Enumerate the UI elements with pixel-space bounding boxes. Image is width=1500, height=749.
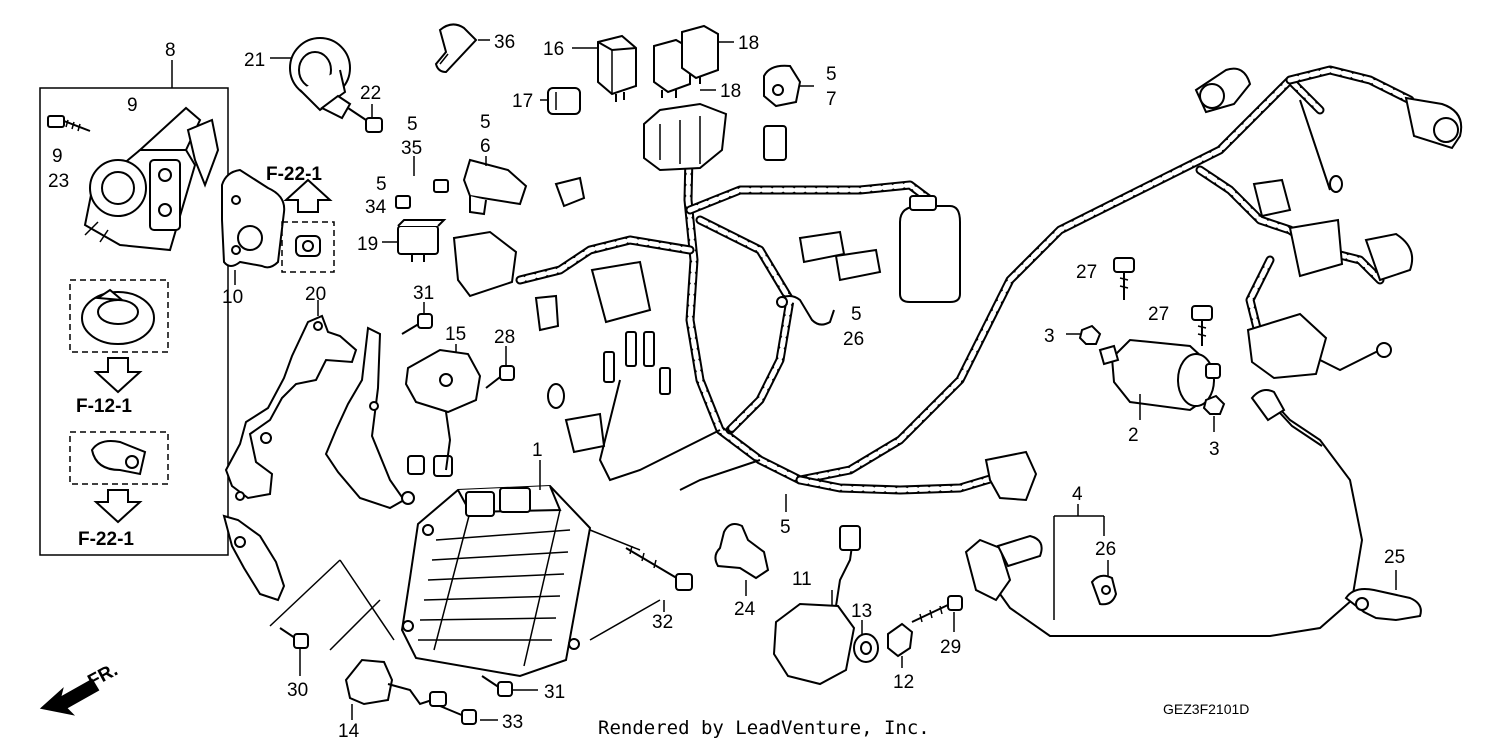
callout-12: 12 [893, 672, 914, 693]
callout-5-terminal: 5 [407, 114, 418, 135]
collar-12-drawing [887, 622, 914, 668]
bolt-31-bottom-drawing [481, 675, 538, 697]
ignition-coil-2-drawing [1098, 338, 1221, 420]
horn-drawing [270, 37, 352, 120]
callout-19: 19 [357, 234, 378, 255]
plug-cap-cord-4-drawing [964, 389, 1364, 637]
callout-25: 25 [1384, 547, 1405, 568]
nut-3a-drawing [1066, 324, 1102, 345]
callout-5-bracket: 5 [480, 112, 491, 133]
bolt-29-drawing [911, 595, 963, 632]
bolt-31-top-drawing [401, 302, 433, 335]
grommet-drawing [295, 235, 321, 257]
callout-24: 24 [734, 599, 756, 620]
callout-35: 35 [401, 138, 422, 159]
callout-13: 13 [851, 601, 872, 622]
callout-3-left: 3 [1044, 326, 1055, 347]
callout-15: 15 [445, 324, 466, 345]
callout-16: 16 [543, 39, 564, 60]
callout-22: 22 [360, 83, 381, 104]
callout-8: 8 [165, 40, 176, 61]
callout-1: 1 [532, 440, 543, 461]
callout-17: 17 [512, 91, 533, 112]
callout-18-bottom: 18 [720, 81, 741, 102]
nut-3b-drawing [1202, 394, 1226, 432]
connector-clamp-14-drawing [344, 658, 447, 720]
callout-7: 7 [826, 89, 837, 110]
ref-f22-bottom: F-22-1 [78, 529, 134, 550]
callout-9-switch: 9 [127, 95, 138, 116]
callout-20: 20 [305, 284, 326, 305]
clamp-24-drawing [714, 523, 770, 596]
callout-5-34: 5 [376, 174, 387, 195]
key-blank-drawing [434, 23, 490, 74]
ref-f22-top: F-22-1 [266, 164, 322, 185]
callout-30: 30 [287, 680, 308, 701]
callout-29: 29 [940, 637, 961, 658]
bolt-33-drawing [439, 705, 477, 725]
callout-9-bolt: 9 [52, 146, 63, 167]
fuse-holder-17-drawing [540, 87, 581, 115]
diagram-code: GEZ3F2101D [1163, 701, 1250, 717]
callout-32: 32 [652, 612, 673, 633]
callout-6: 6 [480, 136, 491, 157]
ignition-switch-kit-group [39, 60, 229, 556]
callout-23: 23 [48, 171, 69, 192]
callout-18-top: 18 [738, 33, 759, 54]
callout-10: 10 [222, 287, 243, 308]
bolt-30-drawing [279, 627, 309, 676]
bolt-28-drawing [485, 346, 515, 389]
band-clamp-26-drawing [776, 295, 835, 326]
bolt-22-drawing [347, 104, 383, 133]
callout-5-relay: 5 [826, 64, 837, 85]
callout-5-clamp: 5 [851, 304, 862, 325]
key-shutter-bracket-drawing [221, 168, 286, 285]
resistor-11-drawing [772, 525, 861, 686]
relay-18-drawing [653, 24, 734, 98]
main-wire-harness-drawing [407, 65, 1463, 512]
callouts: 8 9 23 9 10 21 22 36 16 18 18 17 5 7 5 6… [48, 32, 1405, 742]
callout-26-cord: 26 [1095, 539, 1116, 560]
ref-f12: F-12-1 [76, 396, 132, 417]
bolt-27a-drawing [1113, 257, 1135, 300]
regulator-15-drawing [404, 344, 482, 471]
seat-lock-clip-drawing [90, 440, 147, 476]
bolt-32-drawing [625, 545, 693, 612]
relay-19-drawing [382, 219, 447, 262]
callout-36: 36 [494, 32, 515, 53]
callout-31-bottom: 31 [544, 682, 565, 703]
callout-2: 2 [1128, 425, 1139, 446]
regulator-rectifier-1-drawing [400, 460, 661, 678]
terminal-35-34-drawing [395, 156, 449, 209]
callout-21: 21 [244, 50, 265, 71]
callout-11: 11 [792, 569, 812, 590]
key-cylinder-cap-drawing [81, 288, 155, 345]
bolt-9-drawing [47, 115, 91, 132]
bolt-27b-drawing [1191, 305, 1213, 346]
footer-credit: Rendered by LeadVenture, Inc. [598, 717, 930, 739]
callout-5-harness: 5 [780, 517, 791, 538]
connector-bracket-6-drawing [462, 156, 528, 216]
callout-31-top: 31 [413, 283, 434, 304]
ignition-switch-drawing [83, 106, 220, 252]
callout-27-left: 27 [1076, 262, 1097, 283]
relay-16-drawing [572, 34, 637, 102]
clip-26-drawing [1090, 560, 1118, 606]
callout-28: 28 [494, 327, 515, 348]
callout-14: 14 [338, 721, 360, 742]
callout-3-right: 3 [1209, 439, 1220, 460]
ecu-bracket-20-drawing [222, 300, 415, 602]
front-direction-arrow-icon: FR. [39, 660, 121, 716]
callout-34: 34 [365, 197, 387, 218]
callout-26-clamp: 26 [843, 329, 864, 350]
connector-cover-7-drawing [763, 64, 814, 108]
callout-4: 4 [1072, 484, 1083, 505]
grommet-13-drawing [853, 620, 879, 663]
clamp-25-drawing [1344, 570, 1422, 622]
callout-33: 33 [502, 712, 523, 733]
callout-27-right: 27 [1148, 304, 1169, 325]
